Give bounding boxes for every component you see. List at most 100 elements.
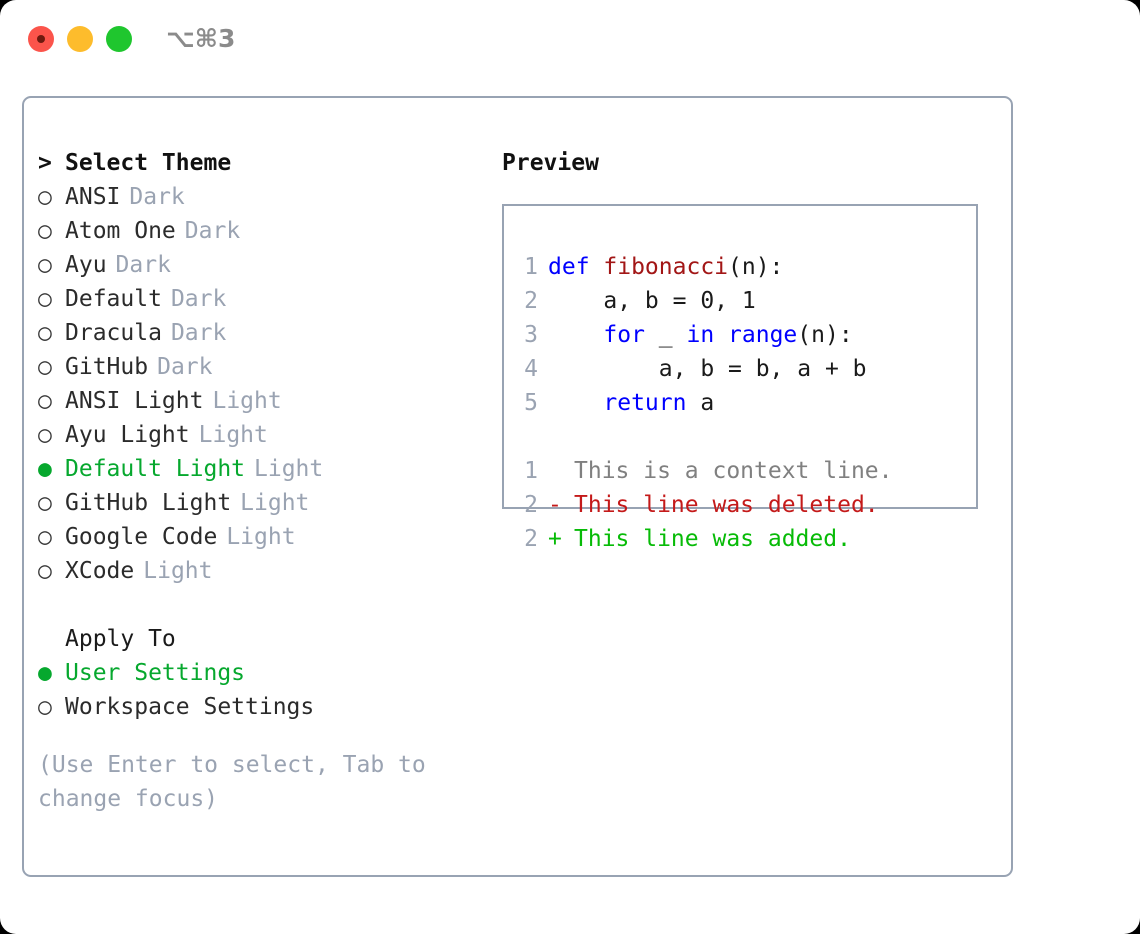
radio-unselected-icon: ○: [38, 252, 52, 278]
preview-heading-label: Preview: [502, 150, 599, 176]
radio-unselected-icon: ○: [38, 558, 52, 584]
code-token-kw: for: [603, 322, 645, 348]
diff-marker-icon: -: [548, 492, 562, 518]
code-line-number: 1: [524, 254, 538, 280]
code-line-text: def fibonacci(n):: [548, 250, 783, 284]
code-line: 4 a, b = b, a + b: [504, 352, 976, 386]
theme-name-label: Default: [65, 286, 162, 312]
code-line-number: 5: [524, 390, 538, 416]
theme-kind-label: Light: [198, 422, 268, 448]
code-token-plain: [714, 322, 728, 348]
diff-line-text: This is a context line.: [574, 458, 893, 484]
theme-kind-label: Light: [254, 456, 324, 482]
diff-line-number: 2: [524, 526, 538, 552]
theme-name-label: XCode: [65, 558, 135, 584]
diff-marker-icon: [548, 454, 574, 488]
minimize-window-button[interactable]: [67, 26, 93, 52]
preview-gap: [504, 420, 976, 454]
apply-to-heading-label: Apply To: [65, 626, 176, 652]
apply-to-option[interactable]: ● User Settings: [38, 656, 498, 690]
diff-line-text: This line was deleted.: [574, 492, 879, 518]
radio-unselected-icon: ○: [38, 286, 52, 312]
diff-line-ctx: 1 This is a context line.: [504, 454, 976, 488]
diff-marker-icon: +: [548, 526, 562, 552]
radio-unselected-icon: ○: [38, 388, 52, 414]
code-line-text: a, b = b, a + b: [548, 352, 867, 386]
diff-sample-block: 1 This is a context line.2-This line was…: [504, 454, 976, 556]
diff-line-text: This line was added.: [574, 526, 851, 552]
theme-list-item[interactable]: ○ GitHub Light Light: [38, 486, 498, 520]
theme-name-label: GitHub Light: [65, 490, 232, 516]
code-token-plain: (n):: [728, 254, 784, 280]
traffic-lights: [28, 26, 132, 52]
code-token-plain: (n):: [797, 322, 853, 348]
radio-unselected-icon: ○: [38, 524, 52, 550]
code-token-plain: a, b = b, a + b: [548, 356, 867, 382]
diff-line-del: 2-This line was deleted.: [504, 488, 976, 522]
theme-name-label: Default Light: [65, 456, 246, 482]
caret-icon: >: [38, 150, 52, 176]
diff-line-number: 2: [524, 492, 538, 518]
theme-name-label: Ayu Light: [65, 422, 190, 448]
theme-list-item[interactable]: ○ XCode Light: [38, 554, 498, 588]
code-line-text: return a: [548, 386, 714, 420]
code-line: 1 def fibonacci(n):: [504, 250, 976, 284]
code-line-number: 2: [524, 288, 538, 314]
radio-unselected-icon: ○: [38, 422, 52, 448]
apply-to-option-label: User Settings: [65, 660, 246, 686]
keyboard-shortcut-label: ⌥⌘3: [166, 24, 236, 53]
apply-to-option-label: Workspace Settings: [65, 694, 315, 720]
code-token-plain: a, b = 0, 1: [548, 288, 756, 314]
code-token-plain: [548, 390, 603, 416]
code-token-kw: range: [728, 322, 798, 348]
close-window-button[interactable]: [28, 26, 54, 52]
apply-to-option[interactable]: ○ Workspace Settings: [38, 690, 498, 724]
code-line: 2 a, b = 0, 1: [504, 284, 976, 318]
radio-unselected-icon: ○: [38, 694, 52, 720]
code-token-kw: in: [686, 322, 715, 348]
code-token-kw: def: [548, 254, 604, 280]
theme-kind-label: Dark: [157, 354, 213, 380]
theme-kind-label: Light: [240, 490, 310, 516]
theme-name-label: ANSI Light: [65, 388, 204, 414]
code-line-text: a, b = 0, 1: [548, 284, 756, 318]
code-token-fn: fibonacci: [603, 254, 729, 280]
radio-unselected-icon: ○: [38, 320, 52, 346]
theme-list-item[interactable]: ○ Google Code Light: [38, 520, 498, 554]
apply-to-list: ● User Settings ○ Workspace Settings: [38, 656, 498, 724]
theme-list-item[interactable]: ○ Ayu Light Light: [38, 418, 498, 452]
radio-selected-icon: ●: [38, 660, 52, 686]
theme-kind-label: Dark: [129, 184, 185, 210]
select-theme-heading-label: Select Theme: [65, 150, 232, 176]
code-token-plain: _: [644, 322, 687, 348]
code-line: 3 for _ in range(n):: [504, 318, 976, 352]
code-line: 5 return a: [504, 386, 976, 420]
title-bar: ⌥⌘3: [0, 0, 1140, 78]
theme-kind-label: Light: [143, 558, 213, 584]
zoom-window-button[interactable]: [106, 26, 132, 52]
diff-line-add: 2 + This line was added.: [504, 522, 976, 556]
list-spacer: [38, 588, 498, 622]
theme-kind-label: Light: [226, 524, 296, 550]
theme-name-label: GitHub: [65, 354, 149, 380]
theme-name-label: Dracula: [65, 320, 162, 346]
radio-unselected-icon: ○: [38, 490, 52, 516]
theme-name-label: Google Code: [65, 524, 218, 550]
apply-to-gutter: [38, 622, 65, 656]
code-line-number: 4: [524, 356, 538, 382]
